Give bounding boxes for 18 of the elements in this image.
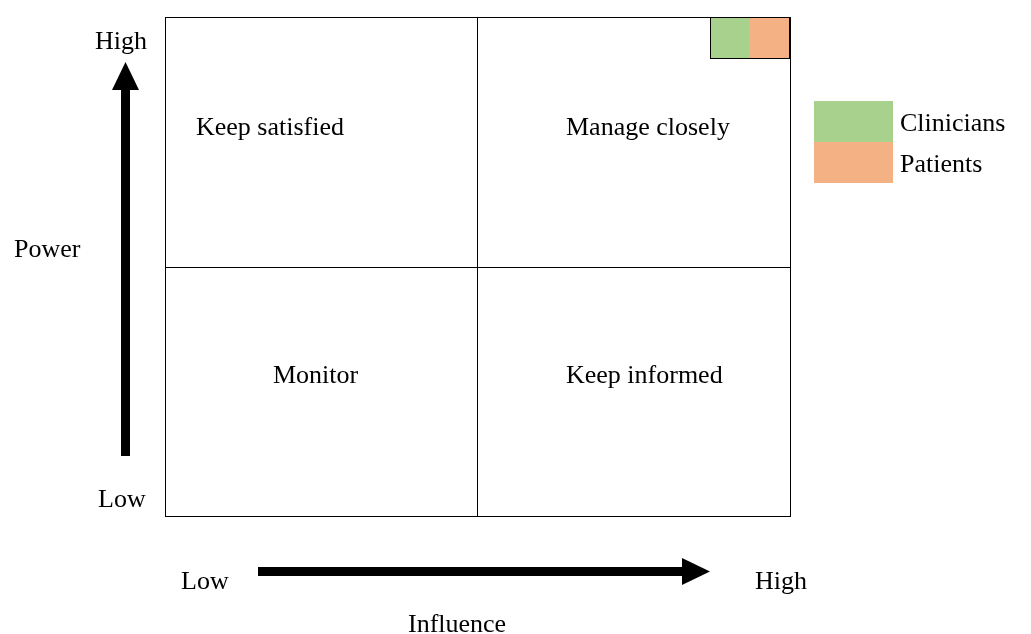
quadrant-box bbox=[165, 267, 478, 517]
axis-title: Influence bbox=[408, 611, 507, 634]
quadrant-box bbox=[477, 17, 791, 268]
axis-end-label: Low bbox=[98, 486, 146, 512]
legend-label: Patients bbox=[900, 151, 983, 177]
color-marker bbox=[710, 16, 751, 59]
quadrant-label: Monitor bbox=[273, 362, 359, 388]
quadrant-box bbox=[477, 267, 791, 517]
quadrant-box bbox=[165, 17, 478, 268]
axis-end-label: High bbox=[755, 568, 807, 594]
axis-end-label: Low bbox=[181, 568, 229, 594]
axis-end-label: High bbox=[95, 28, 147, 54]
legend-label: Clinicians bbox=[900, 110, 1006, 136]
quadrant-label: Keep informed bbox=[566, 362, 723, 388]
quadrant-label: Manage closely bbox=[566, 114, 730, 140]
axis-title: Power bbox=[14, 236, 81, 262]
quadrant-label: Keep satisfied bbox=[196, 114, 344, 140]
color-marker bbox=[750, 16, 790, 59]
